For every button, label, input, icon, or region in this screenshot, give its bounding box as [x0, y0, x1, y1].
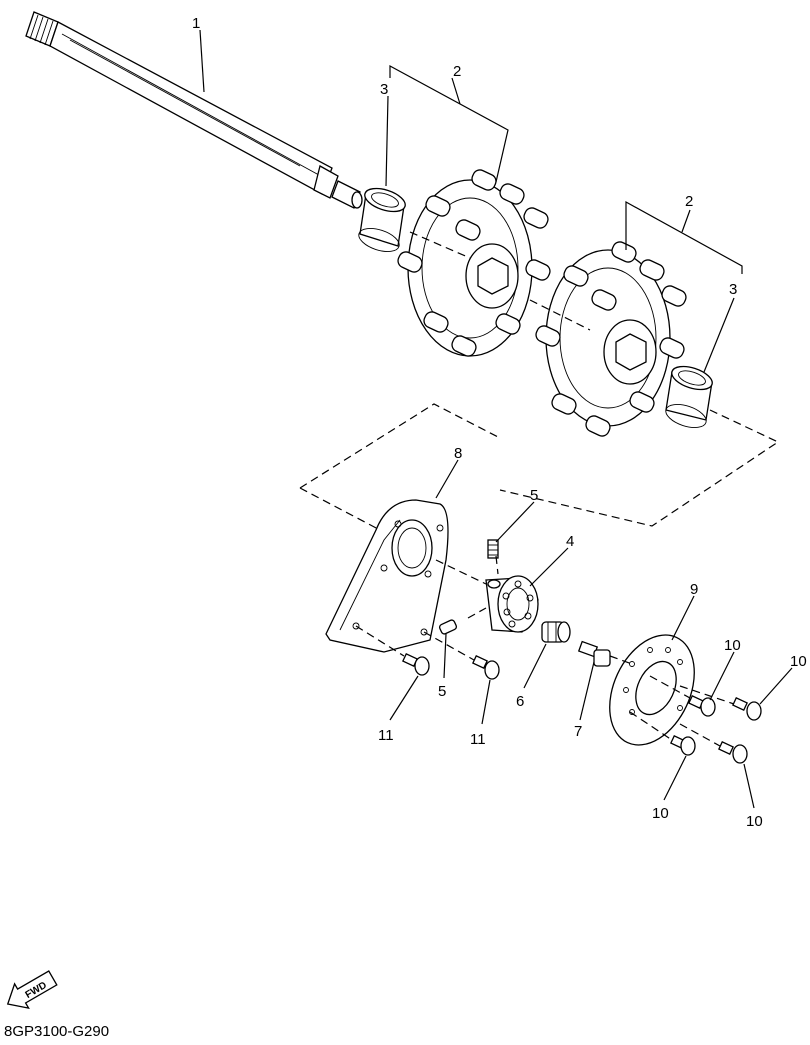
track-sprocket-left	[397, 169, 551, 357]
callout-5-upper: 5	[530, 487, 538, 504]
callout-3-right: 3	[729, 281, 737, 298]
callout-5-lower: 5	[438, 683, 446, 700]
collar-left	[358, 187, 406, 252]
callout-11-b: 11	[470, 731, 486, 748]
nut	[541, 621, 571, 643]
bolt-10-c	[670, 734, 696, 756]
assembly-lines	[299, 231, 780, 747]
set-screw-upper	[487, 539, 499, 559]
callout-4: 4	[566, 533, 574, 550]
callout-2-right: 2	[685, 193, 693, 210]
callout-10-c: 10	[652, 805, 669, 822]
fwd-arrow-icon: FWD	[6, 970, 58, 1010]
bearing	[485, 575, 539, 633]
flange-plate	[609, 634, 695, 746]
callout-2-left: 2	[453, 63, 461, 80]
bolt-11-b	[472, 654, 500, 680]
bolt-10-d	[718, 740, 748, 764]
callout-labels: 1 2 3 2 3 8 5 4 9 10 10 5 6 7 11 11 10 1…	[192, 15, 807, 830]
leader-lines	[199, 29, 793, 809]
callout-7: 7	[574, 723, 582, 740]
bearing-housing	[325, 499, 449, 653]
callout-10-d: 10	[746, 813, 763, 830]
set-screw-lower	[438, 619, 458, 635]
callout-6: 6	[516, 693, 524, 710]
bolt-10-b	[732, 696, 762, 721]
callout-1: 1	[192, 15, 200, 32]
bolt-10-a	[688, 694, 716, 717]
collar-right	[665, 365, 713, 428]
callout-10-a: 10	[724, 637, 741, 654]
drive-shaft	[25, 11, 363, 209]
diagram-code: 8GP3100-G290	[4, 1023, 109, 1040]
callout-3-left: 3	[380, 81, 388, 98]
track-sprocket-right	[535, 241, 687, 437]
callout-10-b: 10	[790, 653, 807, 670]
bolt-11-a	[402, 652, 430, 676]
callout-11-a: 11	[378, 727, 394, 744]
bolt	[577, 640, 611, 667]
callout-8: 8	[454, 445, 462, 462]
callout-9: 9	[690, 581, 698, 598]
